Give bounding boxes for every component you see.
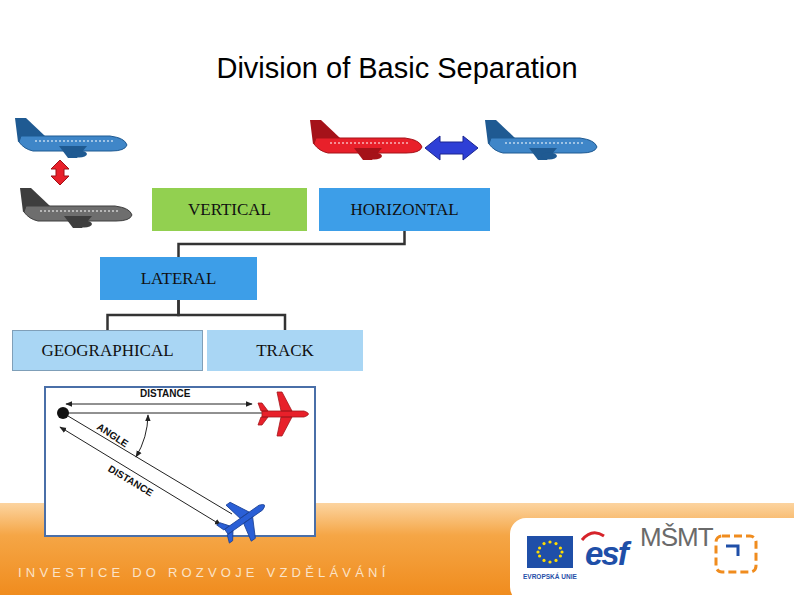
radial-line	[63, 413, 232, 514]
box-label: LATERAL	[141, 269, 217, 289]
radial-line	[63, 413, 272, 414]
logo-text: MŠMT	[640, 522, 713, 553]
box-label: VERTICAL	[188, 200, 271, 220]
airplane-blue	[15, 118, 127, 158]
windows	[505, 142, 583, 143]
wing	[354, 148, 382, 160]
wing	[64, 216, 92, 228]
windows	[35, 140, 113, 141]
tree-connector	[108, 300, 179, 330]
engine	[76, 221, 92, 228]
box-label: GEOGRAPHICAL	[41, 341, 173, 361]
airplane-red	[310, 120, 422, 160]
airplane-blue	[485, 120, 597, 160]
airplane-top-blue	[210, 487, 277, 552]
plane-shape	[258, 392, 309, 436]
angle-arc	[136, 415, 148, 457]
horizontal-double-arrow	[425, 136, 478, 160]
category-box: HORIZONTAL	[319, 188, 490, 231]
logo-frame	[716, 536, 756, 572]
tree-connector	[179, 300, 286, 330]
engine	[71, 151, 87, 158]
category-box: GEOGRAPHICAL	[12, 330, 203, 371]
logo-arrow	[726, 546, 738, 556]
box-label: TRACK	[256, 341, 314, 361]
logo-text: EVROPSKÁ UNIE	[523, 573, 577, 580]
engine	[541, 153, 557, 160]
tree-connector	[179, 231, 405, 257]
illustration-frame	[45, 387, 315, 536]
plane-shape	[210, 487, 277, 552]
logo-text: esf	[585, 535, 627, 573]
wing	[529, 148, 557, 160]
windows	[40, 210, 118, 211]
category-box: TRACK	[207, 330, 363, 371]
engine	[366, 153, 382, 160]
vertical-double-arrow	[51, 160, 69, 185]
slide-title: Division of Basic Separation	[0, 52, 794, 85]
eu-flag	[527, 536, 573, 568]
dimension-line	[66, 404, 252, 405]
airplane-gray	[20, 188, 132, 228]
dimension-line	[60, 427, 221, 525]
category-box: VERTICAL	[152, 188, 307, 231]
logo-panel	[510, 518, 794, 595]
category-box: LATERAL	[100, 257, 257, 300]
box-label: HORIZONTAL	[350, 200, 458, 220]
dimension-label: DISTANCE	[140, 388, 190, 399]
navaid-point	[57, 407, 69, 419]
windows	[330, 142, 408, 143]
wing	[59, 146, 87, 158]
footer-text: INVESTICE DO ROZVOJE VZDĚLÁVÁNÍ	[18, 565, 389, 580]
eu-stars	[536, 540, 563, 563]
airplane-top-red	[258, 392, 309, 436]
